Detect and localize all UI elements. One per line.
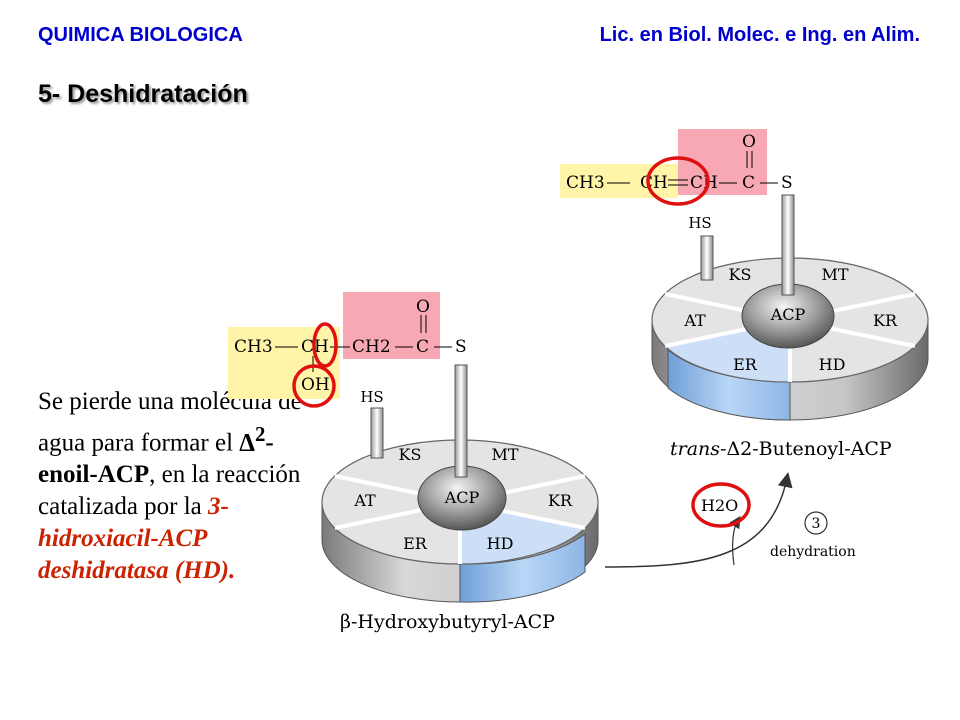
- oh-label: OH: [301, 375, 330, 395]
- seg-kr-right: KR: [873, 311, 898, 330]
- ch-beta-label-right: CH: [690, 173, 718, 193]
- seg-hd-right: HD: [819, 355, 846, 374]
- seg-ks-left: KS: [399, 445, 422, 464]
- seg-mt-left: MT: [491, 445, 518, 464]
- ch3-label-right: CH3: [566, 173, 605, 193]
- ch3-label-left: CH3: [234, 337, 273, 357]
- pink-highlight-left: [343, 292, 440, 359]
- o-label-right: O: [742, 132, 756, 152]
- seg-kr-left: KR: [548, 491, 573, 510]
- seg-ks-right: KS: [729, 265, 752, 284]
- red-circle-water: [691, 482, 751, 528]
- hs-label-right: HS: [688, 214, 711, 232]
- section-title: 5- Deshidratación: [38, 80, 248, 108]
- water-label: H2O: [701, 496, 738, 515]
- delta-symbol: Δ: [239, 429, 255, 457]
- substrate-name: β-Hydroxybutyryl-ACP: [340, 611, 555, 633]
- seg-at-left: AT: [353, 491, 376, 510]
- desc-part-3: , en la reacción catalizada por la: [38, 461, 301, 521]
- s-label-left: S: [455, 337, 467, 357]
- step-number: 3: [812, 516, 821, 532]
- step-number-circle: [804, 511, 828, 535]
- program-title: Lic. en Biol. Molec. e Ing. en Alim.: [599, 24, 920, 46]
- acp-label-right: ACP: [770, 305, 806, 324]
- acp-arm-right: [781, 194, 795, 296]
- seg-er-left: ER: [403, 534, 428, 553]
- description-text: Se pierde una molécula de agua para form…: [38, 386, 308, 587]
- hd-side-left: [459, 533, 586, 603]
- hs-arm-left: [370, 407, 384, 459]
- o-label-left: O: [416, 297, 430, 317]
- red-circle-oh: [292, 364, 336, 408]
- seg-at-right: AT: [683, 311, 706, 330]
- delta-superscript: 2: [254, 422, 266, 446]
- acp-label-left: ACP: [444, 488, 480, 507]
- course-title: QUIMICA BIOLOGICA: [38, 24, 243, 46]
- carbonyl-c-left: C: [416, 337, 429, 357]
- red-circle-ch: [312, 322, 338, 368]
- seg-er-right: ER: [733, 355, 758, 374]
- hs-label-left: HS: [360, 388, 383, 406]
- seg-hd-left: HD: [487, 534, 514, 553]
- hs-arm-right: [700, 235, 714, 281]
- ch2-label: CH2: [352, 337, 391, 357]
- seg-mt-right: MT: [821, 265, 848, 284]
- enoyl-acp-term: -enoil-ACP: [38, 429, 274, 489]
- ch-alpha-label: CH: [640, 173, 668, 193]
- reaction-arrow: H2O 3 dehydration: [604, 472, 856, 568]
- complex-left: ACP KS MT KR HD ER AT HS CH3 CH CH2 C S …: [228, 292, 599, 633]
- product-name: trans-Δ2-Butenoyl-ACP: [670, 438, 892, 460]
- enzyme-name: 3-hidroxiacil-ACP deshidratasa (HD).: [38, 493, 236, 585]
- s-label-right: S: [781, 173, 793, 193]
- complex-right: ACP KS MT KR HD ER AT HS CH3 CH CH C S O…: [560, 129, 929, 460]
- yellow-highlight-right: [560, 164, 678, 198]
- carbonyl-c-right: C: [742, 173, 755, 193]
- red-circle-double-bond: [646, 156, 710, 206]
- step-name: dehydration: [770, 544, 856, 560]
- acp-arm-left: [454, 364, 468, 478]
